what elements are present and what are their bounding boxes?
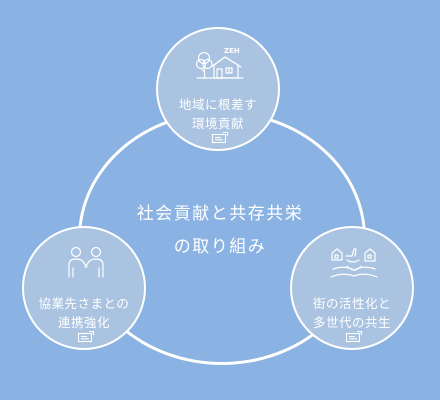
node-community-line1: 街の活性化と [312, 296, 391, 311]
node-community-line2: 多世代の共生 [312, 315, 391, 330]
partners-icon [68, 246, 104, 278]
zeh-badge: ZEH [224, 47, 240, 55]
node-environment-label: 地域に根差す 環境貢献 [158, 95, 278, 133]
node-partnership-label: 協業先さまとの 連携強化 [24, 294, 144, 332]
node-environment-line1: 地域に根差す [178, 97, 257, 112]
town-hands-icon [330, 248, 378, 278]
node-environment-line2: 環境貢献 [191, 116, 244, 131]
node-environment[interactable]: ZEH 地域に根差す 環境貢献 [156, 27, 280, 151]
diagram-title: 社会貢献と共存共栄 の取り組み [100, 198, 340, 264]
external-link-icon[interactable] [345, 330, 363, 343]
diagram-title-line2: の取り組み [173, 237, 267, 257]
diagram-title-line1: 社会貢献と共存共栄 [136, 204, 304, 224]
node-community[interactable]: 街の活性化と 多世代の共生 [290, 226, 414, 350]
external-link-icon[interactable] [211, 131, 229, 144]
node-community-label: 街の活性化と 多世代の共生 [292, 294, 412, 332]
node-partnership-line1: 協業先さまとの [38, 296, 130, 311]
eco-house-icon: ZEH [195, 47, 244, 79]
node-partnership[interactable]: 協業先さまとの 連携強化 [22, 226, 146, 350]
node-partnership-line2: 連携強化 [57, 315, 110, 330]
external-link-icon[interactable] [77, 330, 95, 343]
